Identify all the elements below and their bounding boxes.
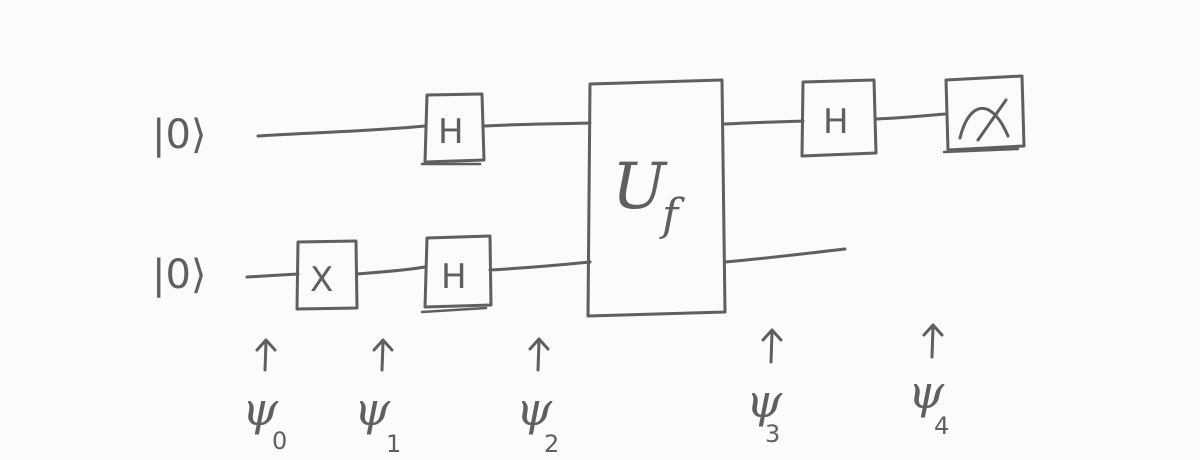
up-arrow-icon (255, 338, 277, 372)
state-marker-psi0: ψ 0 (242, 338, 287, 455)
wire-top-segment-4 (874, 112, 948, 121)
wire-bottom-segment-1 (245, 272, 300, 279)
h-gate-bottom-1-label: H (441, 257, 467, 297)
up-arrow-icon (528, 337, 550, 372)
wire-bottom-segment-2 (355, 265, 427, 276)
state-subscript-psi2: 2 (544, 430, 559, 458)
state-subscript-psi1: 1 (386, 430, 401, 458)
h-gate-top-2: H (800, 78, 878, 158)
state-label-psi0: ψ (242, 382, 279, 436)
up-arrow-icon (761, 328, 783, 364)
state-subscript-psi4: 4 (934, 412, 949, 440)
state-label-psi3: ψ (746, 374, 783, 428)
state-marker-psi3: ψ 3 (746, 328, 783, 448)
wire-bottom-segment-4 (723, 247, 847, 264)
h-gate-top-2-label: H (823, 102, 849, 142)
state-marker-psi1: ψ 1 (354, 338, 401, 458)
state-marker-psi2: ψ 2 (516, 337, 559, 458)
state-label-psi1: ψ (354, 382, 391, 436)
wire-top-segment-1 (256, 124, 427, 138)
up-arrow-icon (922, 323, 944, 359)
x-gate-label: X (310, 260, 333, 300)
state-label-psi2: ψ (516, 382, 553, 436)
up-arrow-icon (372, 338, 394, 372)
input-ket-qubit0: |0⟩ (152, 112, 207, 158)
state-marker-psi4: ψ 4 (908, 323, 949, 440)
oracle-label-main: U (612, 150, 668, 224)
state-subscript-psi3: 3 (765, 420, 780, 448)
oracle-gate-uf: U f (586, 78, 727, 318)
h-gate-top-1-label: H (438, 112, 464, 152)
h-gate-top-1: H (420, 92, 486, 166)
input-ket-qubit1: |0⟩ (152, 252, 207, 298)
wire-bottom-segment-3 (488, 260, 592, 272)
state-label-psi4: ψ (908, 365, 945, 419)
x-gate: X (295, 239, 359, 311)
state-subscript-psi0: 0 (272, 427, 287, 455)
wire-top-segment-3 (723, 119, 805, 126)
wire-top-segment-2 (483, 121, 592, 128)
meter-icon (942, 74, 1026, 154)
h-gate-bottom-1: H (420, 234, 493, 314)
oracle-label-subscript: f (659, 190, 685, 241)
